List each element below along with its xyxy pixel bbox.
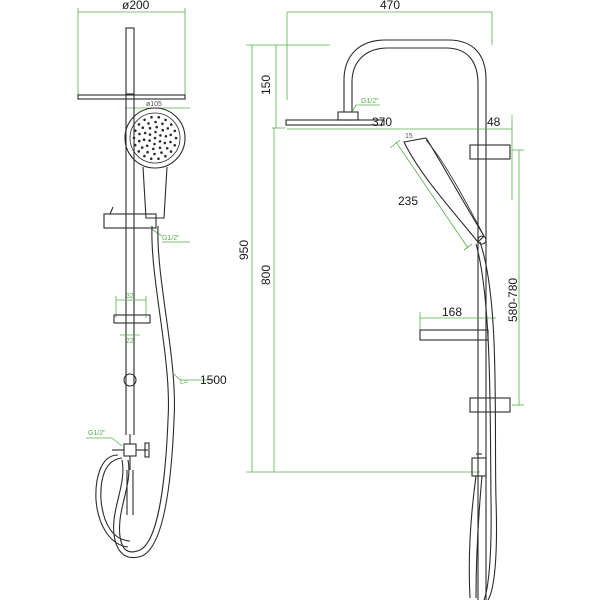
gooseneck-arm — [343, 39, 487, 600]
spray-nozzle-dot — [140, 146, 144, 149]
shelf-width-label: 168 — [442, 305, 462, 319]
spray-nozzle-dot — [169, 140, 172, 144]
spray-nozzle-dot — [146, 150, 149, 154]
spray-nozzle-dot — [158, 146, 162, 150]
right-side-view: 470 150 950 800 G1/2" — [237, 0, 524, 600]
spray-nozzle-dot — [174, 136, 178, 140]
hand-length-label: 235 — [398, 194, 418, 208]
spray-nozzle-dot — [158, 140, 162, 143]
spray-nozzle-dot — [153, 136, 157, 140]
spray-nozzle-dot — [138, 139, 141, 143]
hand-angle-label: 15 — [405, 133, 413, 140]
spray-nozzle-dot — [155, 125, 158, 129]
spray-nozzle-dot — [147, 122, 150, 125]
spray-nozzle-dot — [173, 144, 176, 147]
head-height-dimension: 800 — [259, 128, 275, 472]
spray-nozzle-dot — [153, 142, 156, 146]
slider-block — [113, 314, 151, 324]
riser-top — [125, 27, 135, 95]
arm-thread-label: G1/2" — [361, 98, 379, 105]
shower-hose-side — [479, 241, 498, 600]
spray-nozzle-dot — [154, 120, 157, 124]
slider-range-label: 580-780 — [506, 278, 520, 322]
spray-nozzle-dot — [153, 152, 156, 156]
head-diameter-label: ø200 — [122, 0, 150, 12]
spray-nozzle-dot — [145, 144, 149, 148]
spray-nozzle-dot — [169, 123, 173, 126]
rain-head-side — [77, 94, 186, 100]
spray-nozzle-dots — [132, 116, 178, 160]
spray-nozzle-dot — [164, 118, 167, 122]
spray-nozzle-dot — [169, 133, 172, 137]
diverter-valve-side — [471, 457, 487, 477]
spray-nozzle-dot — [154, 130, 157, 134]
head-drop-dimension: 150 — [259, 44, 330, 129]
spray-nozzle-dot — [165, 147, 169, 150]
arm-length-label: 370 — [372, 115, 392, 129]
shower-hose — [118, 225, 170, 553]
spray-nozzle-dot — [148, 126, 152, 130]
rain-head-connector — [337, 111, 359, 121]
spray-nozzle-dot — [137, 150, 141, 153]
spray-nozzle-dot — [166, 127, 170, 130]
rain-head-side — [285, 119, 385, 126]
left-front-view: ø200 ø105 G1/2" 32 — [77, 0, 227, 559]
spray-nozzle-dot — [163, 141, 167, 145]
hand-shower-side: 15 235 — [389, 133, 487, 251]
diverter-valve — [112, 434, 150, 470]
upper-bracket — [469, 144, 511, 160]
spray-nozzle-dot — [157, 116, 161, 119]
hand-shower-holder — [103, 213, 157, 229]
spray-nozzle-dot — [143, 131, 147, 135]
total-width-dimension: 470 — [286, 0, 493, 100]
spray-nozzle-dot — [169, 150, 173, 153]
total-height-label: 950 — [237, 240, 251, 260]
spray-nozzle-dot — [157, 157, 160, 160]
spray-nozzle-dot — [161, 128, 165, 132]
spray-nozzle-dot — [141, 126, 145, 129]
slider-gap-label: 22 — [126, 338, 134, 345]
spray-nozzle-dot — [149, 157, 153, 160]
shelf: 168 — [419, 305, 496, 341]
wall-offset-label: 48 — [487, 115, 501, 129]
valve-thread-label: G1/2" — [88, 430, 106, 437]
head-diameter-dimension: ø200 — [77, 0, 186, 95]
spray-nozzle-dot — [152, 147, 155, 151]
spray-nozzle-dot — [164, 154, 167, 158]
spray-nozzle-dot — [148, 139, 151, 142]
total-height-dimension: 950 — [237, 44, 480, 473]
spray-nozzle-dot — [173, 129, 177, 133]
spray-nozzle-dot — [159, 134, 162, 137]
spray-nozzle-dot — [134, 129, 137, 132]
spray-nozzle-dot — [143, 118, 146, 122]
head-drop-label: 150 — [259, 75, 273, 95]
spray-nozzle-dot — [164, 135, 168, 138]
spray-nozzle-dot — [161, 122, 164, 126]
hose-length-prefix: L= — [180, 379, 188, 386]
hand-shower-front: ø105 — [124, 101, 190, 219]
spray-nozzle-dot — [142, 138, 146, 141]
head-height-label: 800 — [259, 265, 273, 285]
riser-knob — [123, 373, 137, 387]
slider-dimensions: 32 22 — [113, 293, 151, 345]
slider-range-dimension: 580-780 — [506, 149, 524, 406]
spray-nozzle-dot — [160, 151, 163, 154]
spray-nozzle-dot — [150, 116, 153, 119]
hose-length-label: 1500 — [200, 373, 227, 387]
slider-width-label: 32 — [126, 293, 134, 300]
spray-nozzle-dot — [143, 154, 146, 158]
total-width-label: 470 — [380, 0, 400, 12]
holder-thread-label: G1/2" — [162, 235, 180, 242]
spray-nozzle-dot — [137, 123, 141, 126]
hand-shower-diameter-label: ø105 — [146, 101, 162, 108]
spray-nozzle-dot — [138, 132, 141, 136]
spray-nozzle-dot — [148, 133, 152, 136]
